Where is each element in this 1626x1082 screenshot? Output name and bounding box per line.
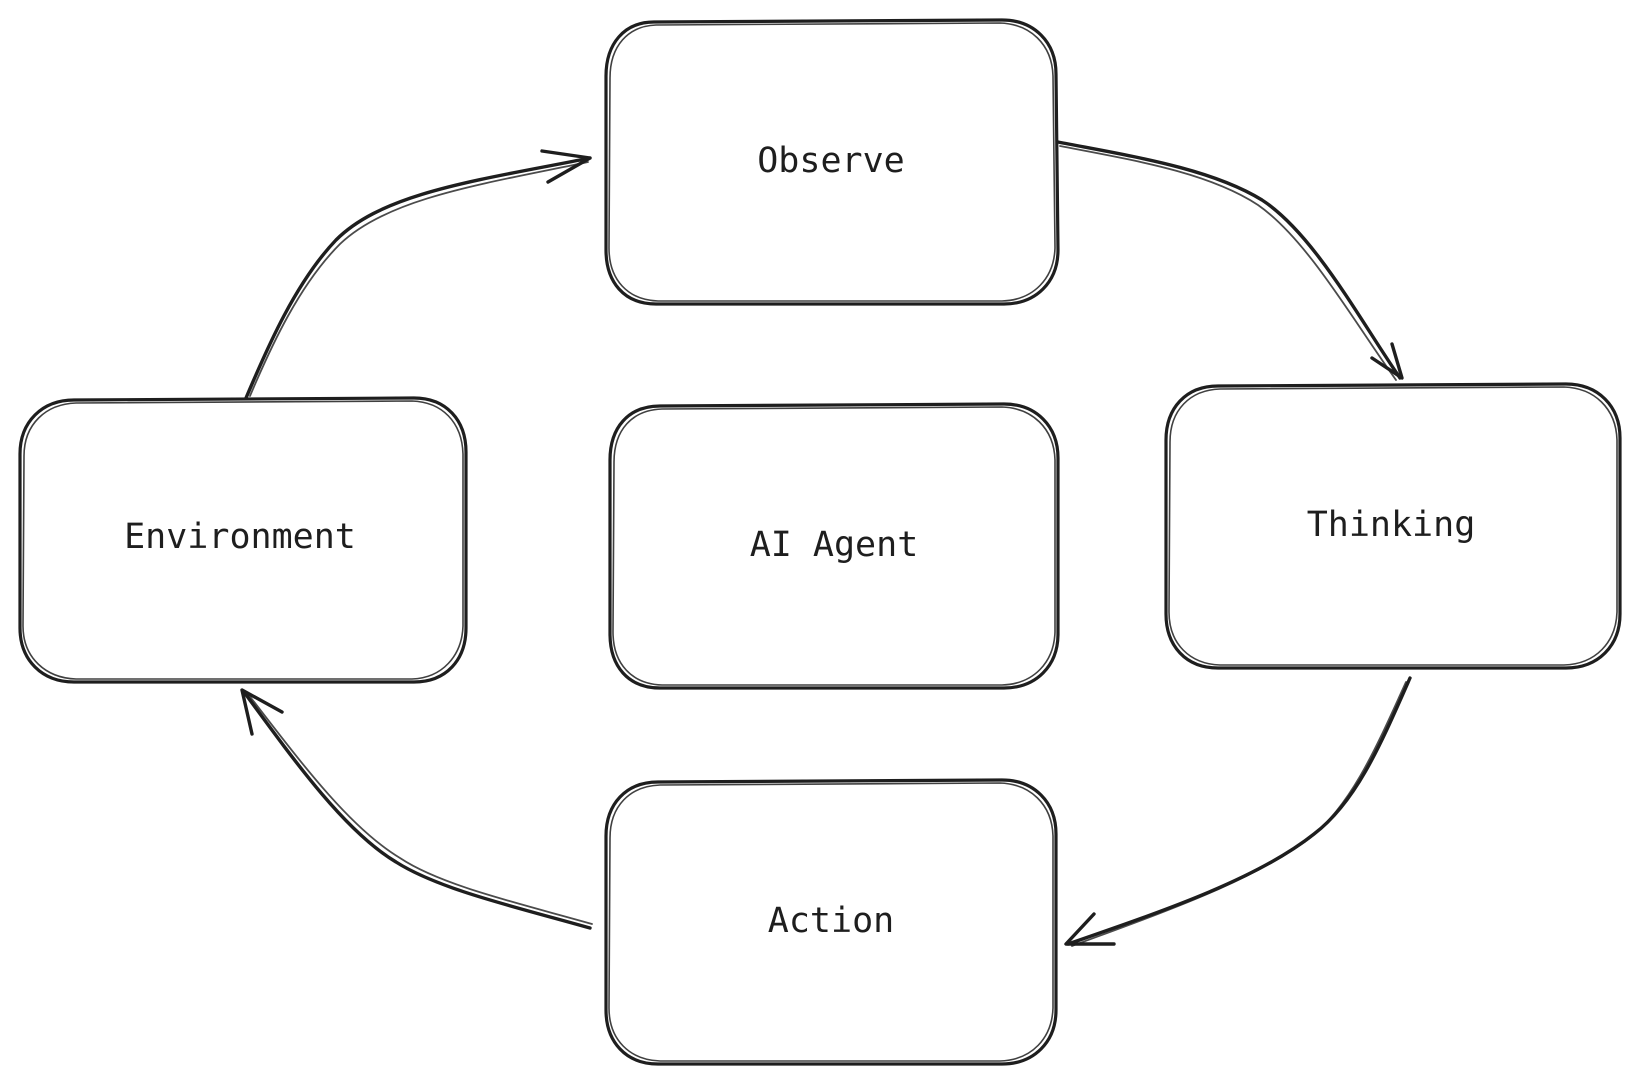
node-label-environment: Environment (124, 517, 356, 557)
edge-thinking-to-action (1064, 676, 1412, 947)
node-label-ai-agent: AI Agent (750, 525, 919, 565)
node-action: Action (604, 778, 1058, 1066)
node-label-action: Action (768, 901, 894, 941)
edge-environment-to-observe (244, 149, 592, 400)
node-label-observe: Observe (757, 141, 905, 181)
node-environment: Environment (18, 396, 468, 684)
edge-action-to-environment (240, 688, 593, 930)
node-observe: Observe (604, 18, 1060, 306)
node-thinking: Thinking (1164, 382, 1622, 670)
node-ai-agent: AI Agent (608, 402, 1060, 690)
node-label-thinking: Thinking (1307, 505, 1476, 545)
edge-observe-to-thinking (1056, 140, 1404, 381)
